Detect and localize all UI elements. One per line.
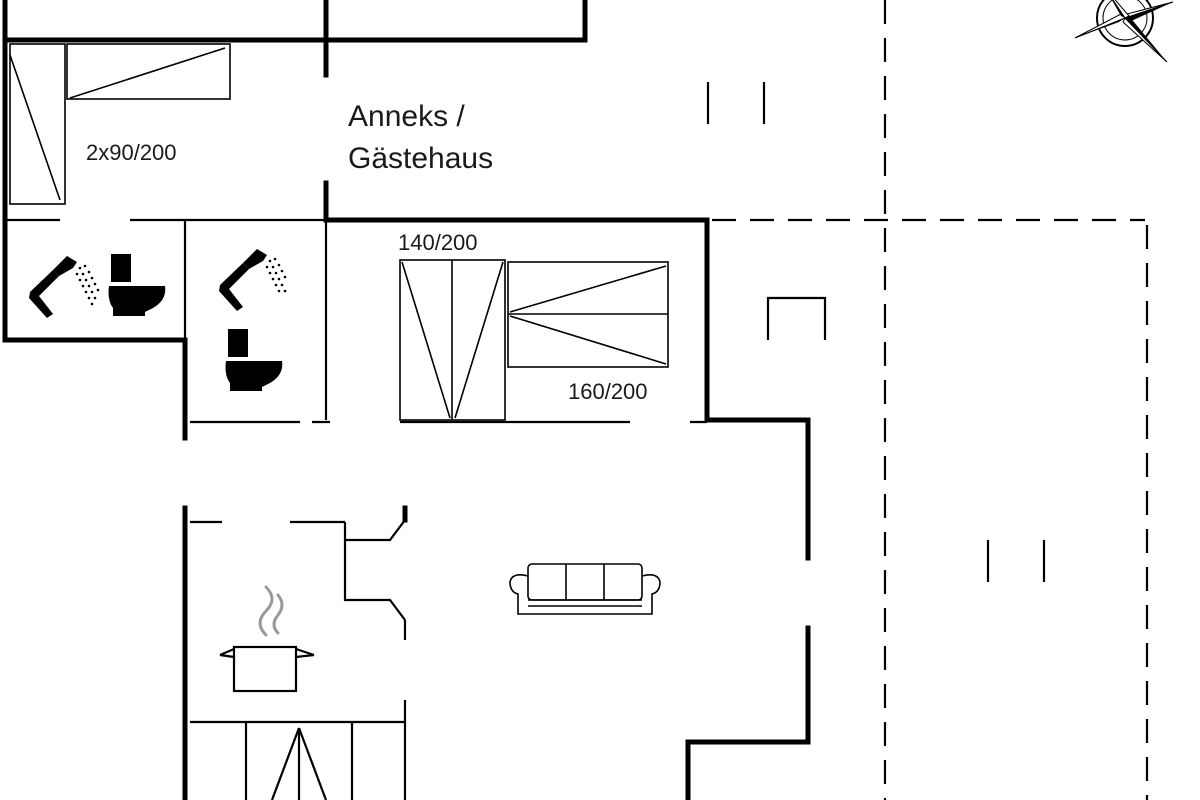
bed-size-label: 2x90/200 [86, 140, 177, 165]
bed-size-label: 140/200 [398, 230, 478, 255]
building-name-line-1: Anneks / [348, 100, 465, 133]
fireplace-symbol [766, 296, 827, 340]
compass-rose-icon [1074, 0, 1174, 63]
sofa-icon [509, 563, 661, 615]
bed-single-top [66, 43, 231, 100]
bed-double-140 [399, 259, 506, 421]
building-name-line-2: Gästehaus [348, 142, 493, 175]
outer-walls [2, 0, 811, 800]
window-marks [706, 82, 1046, 582]
bed-size-label: 160/200 [568, 379, 648, 404]
shower-icon [29, 256, 100, 318]
dashed-outline [712, 0, 1149, 800]
bed-single-left [9, 43, 66, 205]
bed-double-160 [507, 261, 669, 368]
toilet-icon [225, 329, 283, 391]
toilet-icon [108, 254, 166, 316]
shower-icon [219, 249, 287, 311]
interior-walls [5, 218, 707, 800]
cooking-pot-icon [219, 585, 315, 693]
